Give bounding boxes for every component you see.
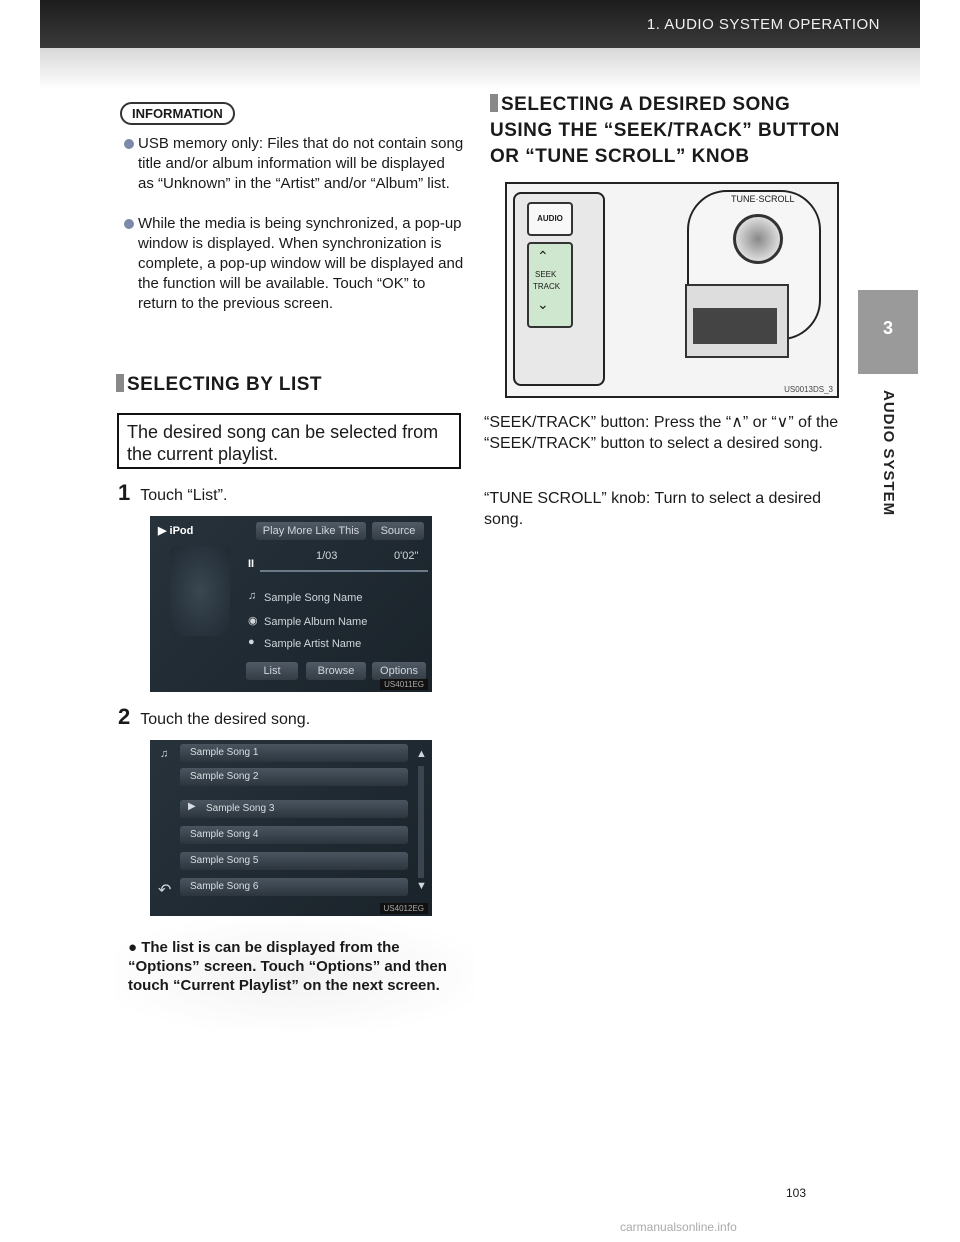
page-number: 103 xyxy=(786,1186,807,1200)
audio-button: AUDIO xyxy=(527,202,573,236)
tune-scroll-label: TUNE·SCROLL xyxy=(731,194,795,204)
section-heading-text: SELECTING BY LIST xyxy=(127,374,323,395)
lead-box: The desired song can be selected from th… xyxy=(117,413,461,469)
chapter-tab xyxy=(858,290,918,374)
step-number: 2 xyxy=(118,704,131,729)
tune-scroll-description: “TUNE SCROLL” knob: Turn to select a des… xyxy=(484,490,822,528)
bullet-dot-icon xyxy=(124,219,134,229)
bullet-dot-icon: ● xyxy=(128,939,142,956)
information-tag: INFORMATION xyxy=(120,102,235,125)
artist-icon: ● xyxy=(248,636,255,648)
album-icon: ◉ xyxy=(248,615,258,627)
info-bullet-1: USB memory only: Files that do not conta… xyxy=(124,134,464,194)
song-item[interactable]: Sample Song 2 xyxy=(180,768,408,786)
note-text: The list is can be displayed from the “O… xyxy=(128,939,447,994)
section-marker-icon xyxy=(116,374,124,392)
playlist-icon: ♫ xyxy=(160,748,169,760)
tune-scroll-knob xyxy=(733,214,783,264)
progress-bar xyxy=(260,570,428,572)
figure-code: US4011EG xyxy=(380,679,428,690)
seek-down-icon: ⌄ xyxy=(537,296,549,312)
playing-icon: ▶ xyxy=(188,801,196,812)
song-item-playing[interactable]: Sample Song 3 xyxy=(180,800,408,818)
bullet-dot-icon xyxy=(124,139,134,149)
source-button[interactable]: Source xyxy=(372,522,424,540)
watermark: carmanualsonline.info xyxy=(620,1220,737,1234)
chapter-label: AUDIO SYSTEM xyxy=(875,390,901,540)
section-heading-text: SELECTING A DESIRED SONG USING THE “SEEK… xyxy=(490,94,840,167)
song-item[interactable]: Sample Song 1 xyxy=(180,744,408,762)
play-more-like-this-button[interactable]: Play More Like This xyxy=(256,522,366,540)
options-button[interactable]: Options xyxy=(372,662,426,680)
step-number: 1 xyxy=(118,480,131,505)
step-text: Touch “List”. xyxy=(140,487,228,504)
ipod-source-name: ▶ iPod xyxy=(158,525,194,537)
ipod-screen: ▶ iPod Play More Like This Source II 1/0… xyxy=(150,516,432,692)
info-bullet-2: While the media is being synchronized, a… xyxy=(124,214,464,314)
info-bullet-text: While the media is being synchronized, a… xyxy=(138,215,464,312)
artist-name: Sample Artist Name xyxy=(264,638,362,650)
song-item[interactable]: Sample Song 4 xyxy=(180,826,408,844)
chapter-number: 3 xyxy=(882,318,893,338)
scroll-up-icon[interactable]: ▲ xyxy=(416,748,427,760)
scrollbar[interactable] xyxy=(418,766,424,878)
track-count: 1/03 xyxy=(316,550,338,562)
seek-up-icon: ⌃ xyxy=(537,248,549,264)
info-bullet-text: USB memory only: Files that do not conta… xyxy=(138,135,464,192)
ipod-icon: ▶ xyxy=(158,525,167,537)
track-label: TRACK xyxy=(533,282,561,291)
figure-code: US4012EG xyxy=(379,903,428,914)
step-1: 1 Touch “List”. xyxy=(118,480,227,506)
seek-track-button xyxy=(527,242,573,328)
note: ● The list is can be displayed from the … xyxy=(128,938,462,995)
header-bar xyxy=(40,0,920,48)
display-area xyxy=(693,308,777,344)
step-2: 2 Touch the desired song. xyxy=(118,704,310,730)
seek-label: SEEK xyxy=(535,270,557,279)
album-name: Sample Album Name xyxy=(264,616,368,628)
browse-button[interactable]: Browse xyxy=(306,662,366,680)
section-heading-list: SELECTING BY LIST xyxy=(116,372,322,398)
back-icon[interactable]: ↶ xyxy=(158,882,172,899)
head-unit-illustration: AUDIO ⌃ SEEK TRACK ⌄ TUNE·SCROLL US0013D… xyxy=(505,182,839,398)
album-art xyxy=(170,546,230,636)
step-text: Touch the desired song. xyxy=(140,711,311,728)
scroll-down-icon[interactable]: ▼ xyxy=(416,880,427,892)
page-header-title: 1. AUDIO SYSTEM OPERATION xyxy=(646,16,880,33)
pause-icon: II xyxy=(248,558,255,570)
track-time: 0'02" xyxy=(394,550,419,562)
figure-code: US0013DS_3 xyxy=(784,385,833,394)
section-heading-seek: SELECTING A DESIRED SONG USING THE “SEEK… xyxy=(490,92,850,170)
chapter-label-text: AUDIO SYSTEM xyxy=(880,390,897,517)
song-item[interactable]: Sample Song 6 xyxy=(180,878,408,896)
section-marker-icon xyxy=(490,94,498,112)
song-item[interactable]: Sample Song 5 xyxy=(180,852,408,870)
note-box xyxy=(115,920,475,1030)
header-shadow xyxy=(40,48,920,90)
song-name: Sample Song Name xyxy=(264,592,363,604)
song-icon: ♫ xyxy=(248,590,257,602)
list-button[interactable]: List xyxy=(246,662,298,680)
seek-track-description: “SEEK/TRACK” button: Press the “∧” or “∨… xyxy=(484,414,839,452)
